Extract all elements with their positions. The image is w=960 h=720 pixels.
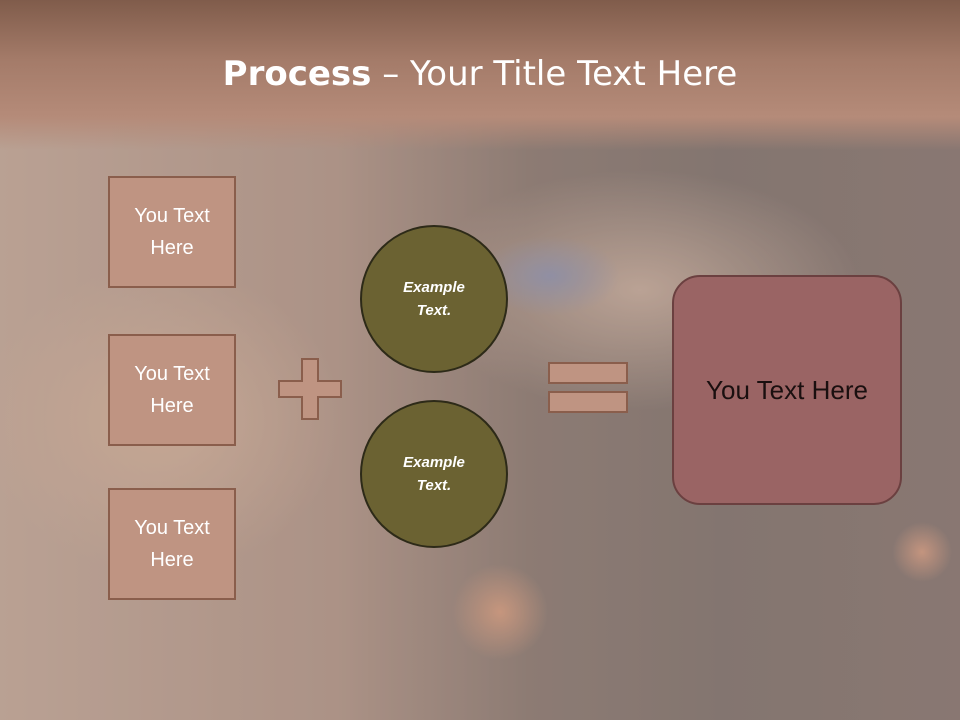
title-banner (0, 0, 960, 150)
example-circle-2-line2: Text. (416, 477, 452, 494)
title-dash: – (371, 54, 411, 94)
example-circle-1-line2: Text. (416, 302, 452, 319)
input-box-3-line1: You Text (134, 517, 210, 539)
input-box-2-line2: Here (150, 395, 194, 417)
example-circle-1-line1: Example (403, 279, 465, 296)
result-text: You Text Here (706, 374, 868, 405)
title-text: Your Title Text Here (410, 54, 738, 94)
example-circle-2-line1: Example (403, 454, 465, 471)
title-bold: Process (222, 54, 372, 94)
equals-bar-top (548, 362, 628, 384)
equals-bar-bottom (548, 391, 628, 413)
input-box-3-line2: Here (150, 549, 194, 571)
input-box-1-line1: You Text (134, 205, 210, 227)
input-box-2-line1: You Text (134, 363, 210, 385)
plus-icon (278, 358, 342, 420)
result-box[interactable]: You Text Here (672, 275, 902, 505)
input-box-1-line2: Here (150, 237, 194, 259)
slide-title[interactable]: Process – Your Title Text Here (0, 52, 960, 96)
